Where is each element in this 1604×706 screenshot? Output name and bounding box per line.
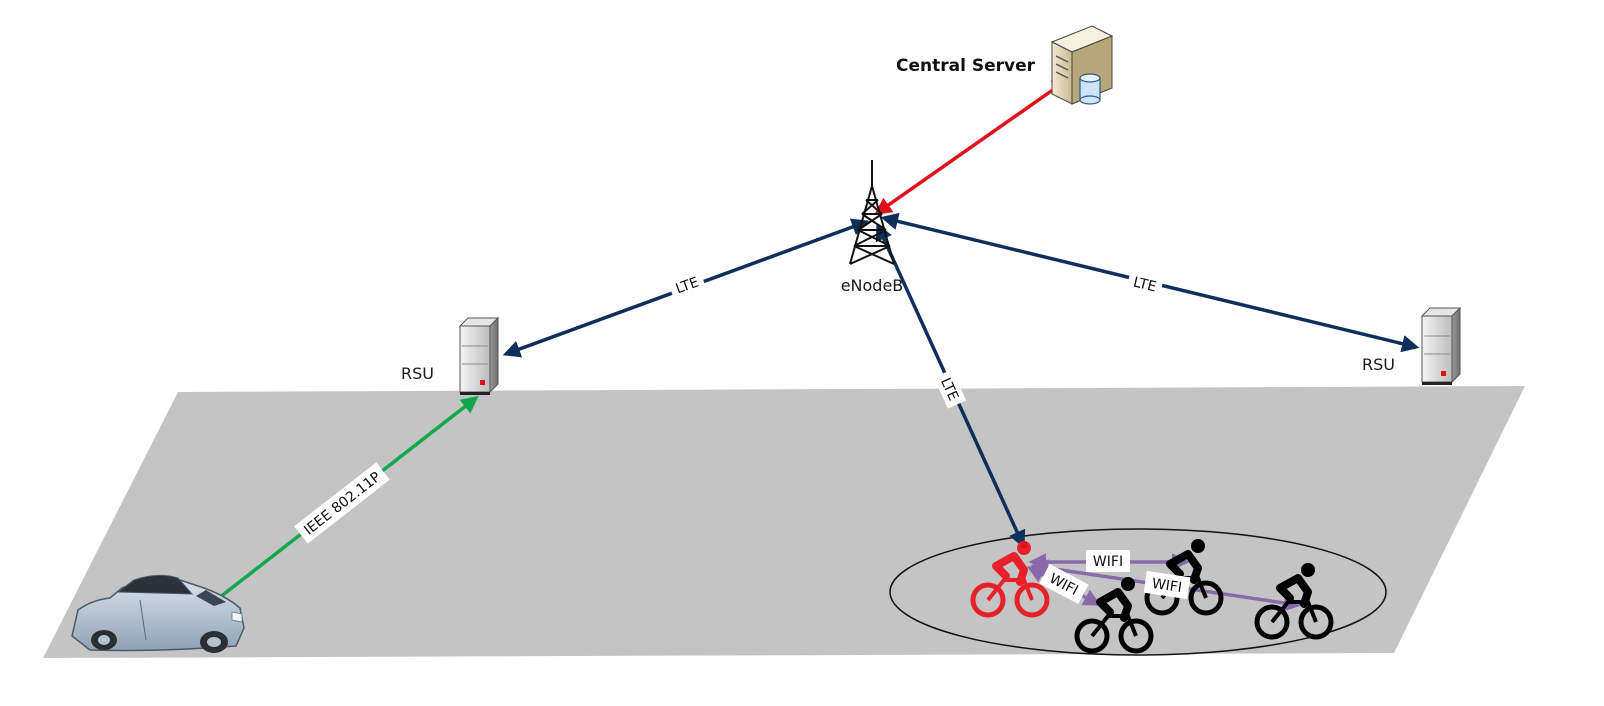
lte-label-left: LTE [667, 269, 707, 301]
server-link [874, 77, 1070, 216]
svg-text:LTE: LTE [674, 274, 701, 297]
enodeb-label: eNodeB [841, 276, 904, 295]
rsu-right-label: RSU [1362, 355, 1395, 374]
rsu-server-icon [458, 316, 500, 395]
database-icon [1079, 73, 1101, 105]
car-icon [71, 574, 245, 653]
lte-label-bike: LTE [933, 369, 967, 409]
antenna-tower-icon [849, 160, 895, 265]
rsu-server-icon [1420, 306, 1462, 385]
central-server-label: Central Server [896, 56, 1036, 76]
rsu-left-label: RSU [401, 364, 434, 383]
wifi-label-1: WIFI [1086, 550, 1130, 572]
svg-text:WIFI: WIFI [1151, 576, 1183, 596]
lead-bike-marker [1021, 542, 1027, 548]
server-icon [1050, 25, 1114, 105]
lte-label-right: LTE [1126, 270, 1164, 298]
svg-text:WIFI: WIFI [1093, 554, 1123, 570]
bike-cluster-ellipse [889, 528, 1387, 656]
wifi-label-3: WIFI [1143, 570, 1191, 600]
svg-text:LTE: LTE [1132, 274, 1158, 295]
